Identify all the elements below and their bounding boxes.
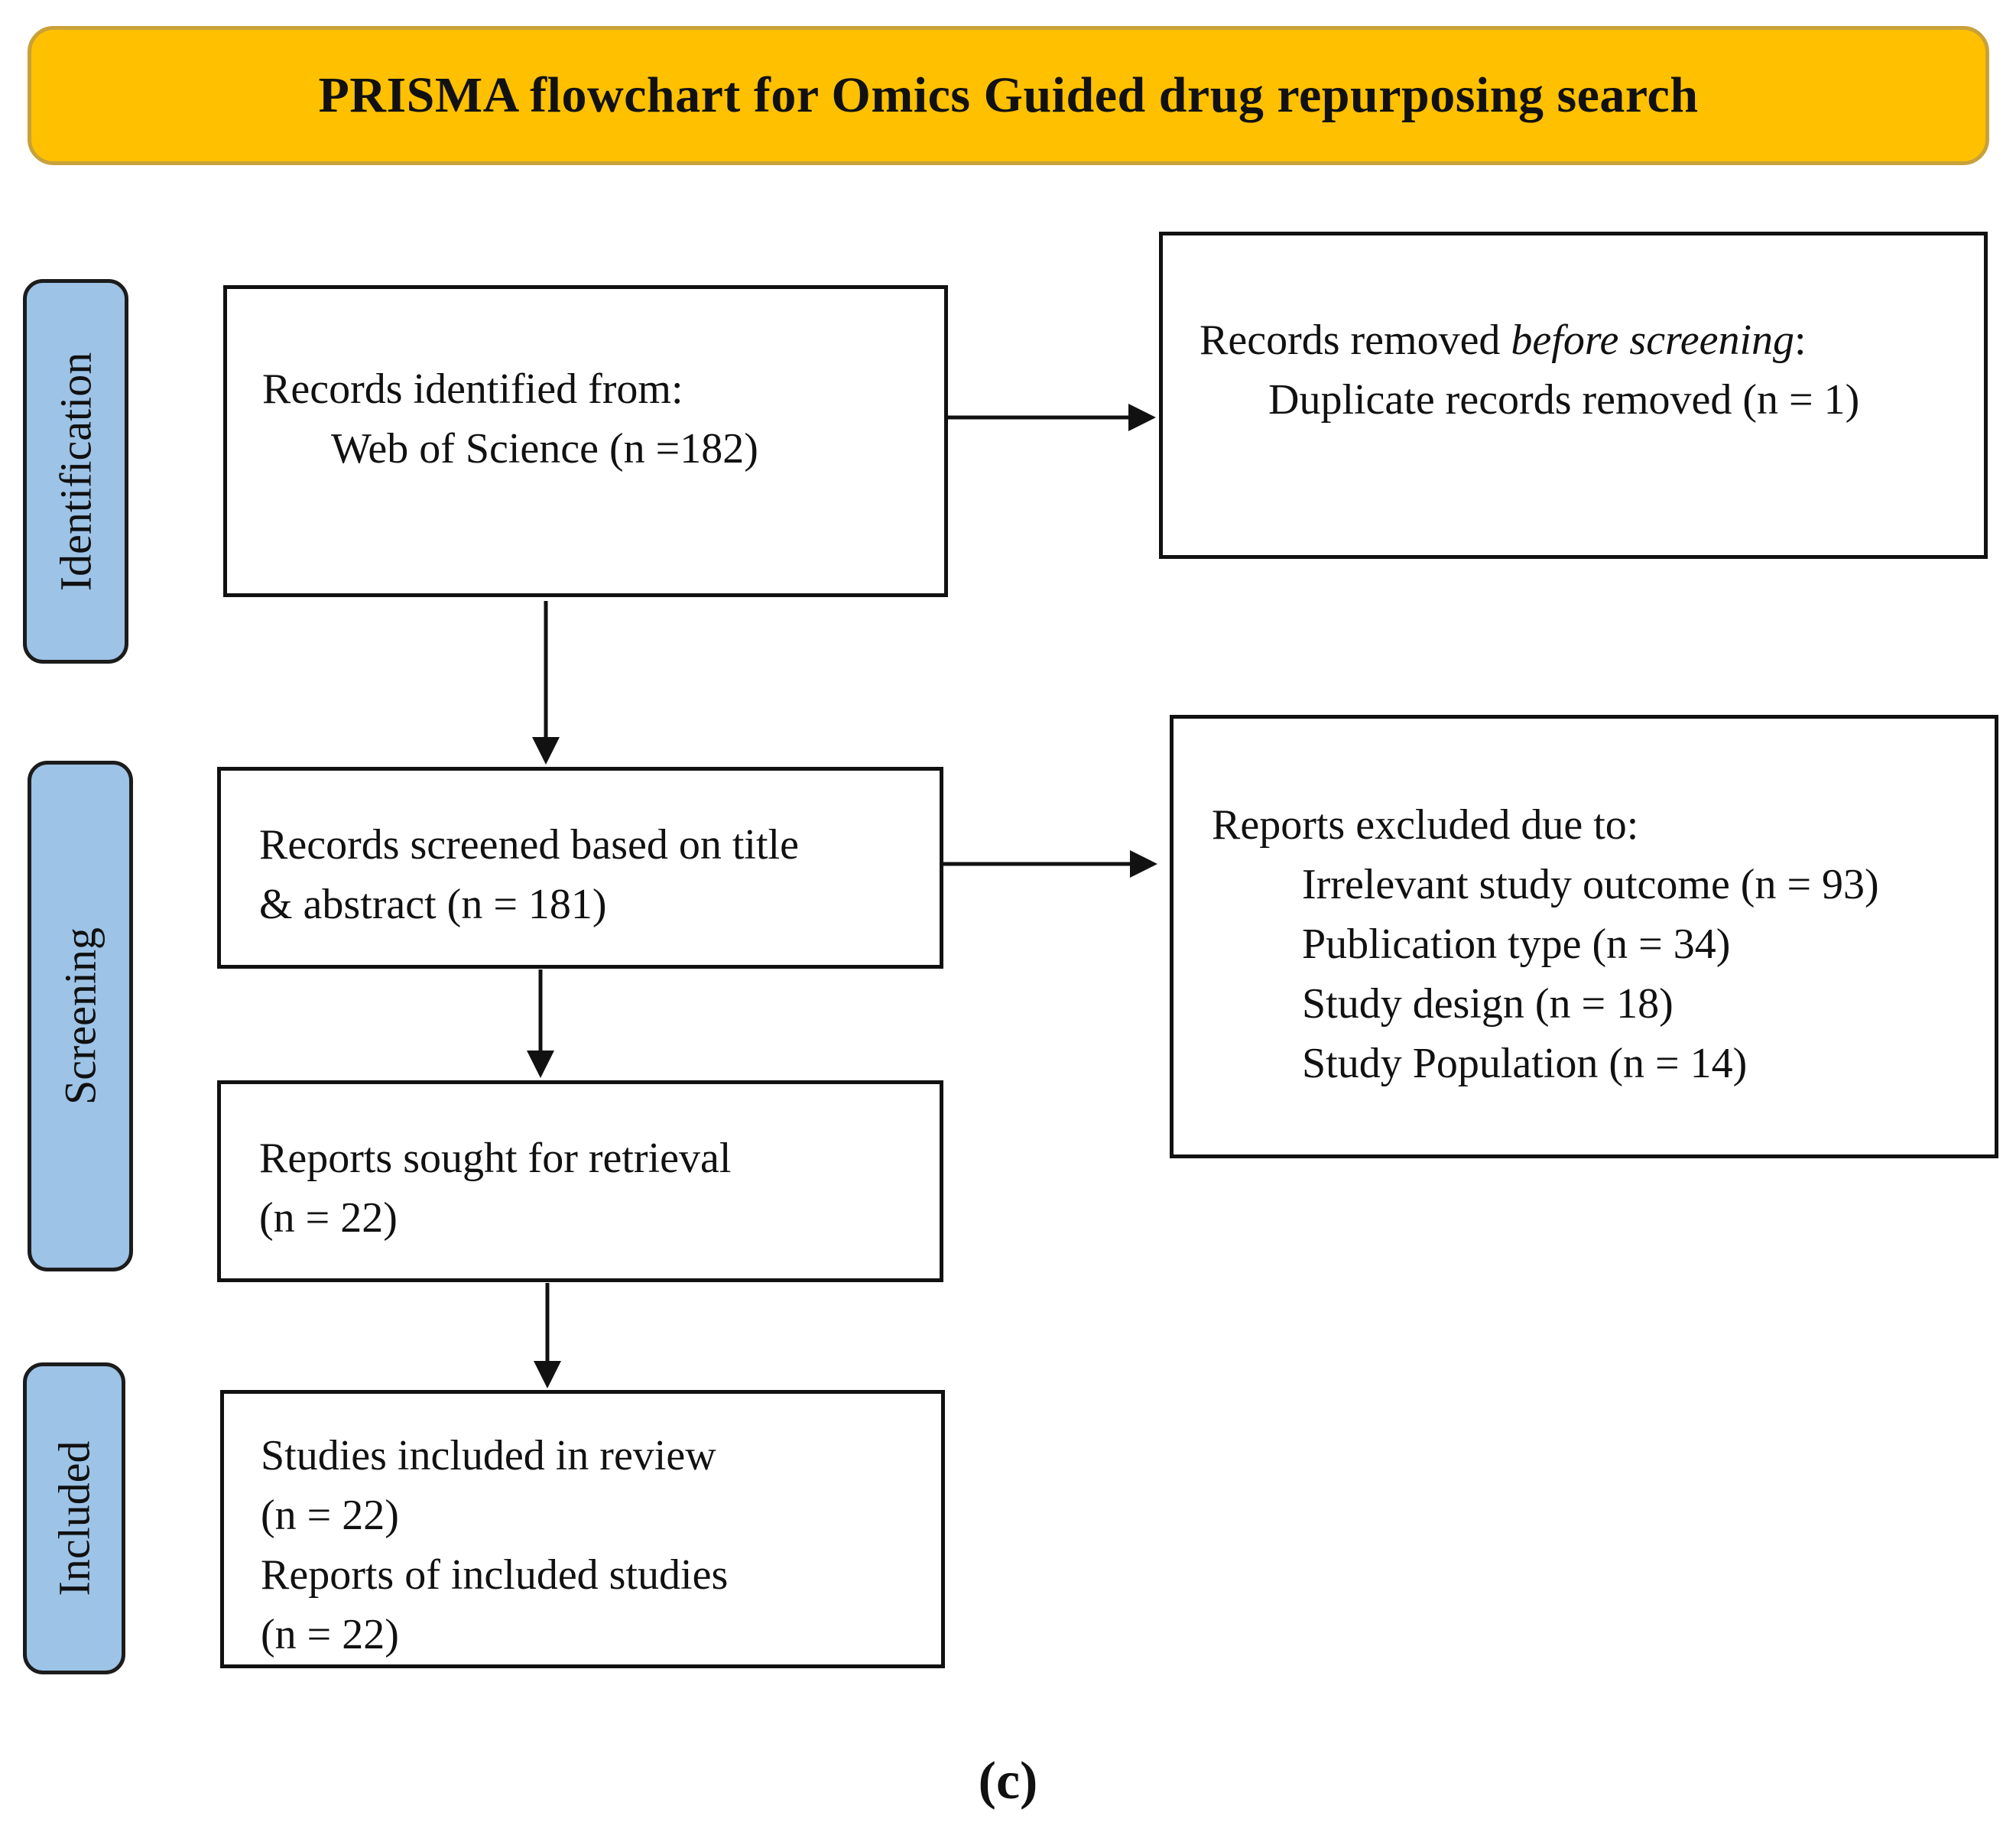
removed-line2: Duplicate records removed (n = 1)	[1268, 376, 1860, 424]
included-line4: (n = 22)	[261, 1611, 399, 1658]
figure-caption: (c)	[978, 1752, 1038, 1810]
removed-italic: before screening	[1511, 317, 1795, 364]
arrowhead-right	[1130, 850, 1157, 878]
removed-suffix: :	[1794, 317, 1807, 364]
identified-line2: Web of Science (n =182)	[331, 425, 758, 472]
removed-prefix: Records removed	[1200, 317, 1511, 364]
excluded-line1: Reports excluded due to:	[1212, 801, 1639, 849]
excluded-reason: Publication type (n = 34)	[1302, 921, 1731, 968]
arrowhead-down	[534, 1361, 561, 1388]
box-records-removed: Records removed before screening: Duplic…	[1159, 232, 1988, 559]
screened-line1: Records screened based on title	[259, 821, 799, 869]
identified-line1: Records identified from:	[262, 365, 683, 413]
included-line2: (n = 22)	[261, 1492, 399, 1539]
stage-screening: Screening	[28, 761, 133, 1271]
box-reports-sought: Reports sought for retrieval (n = 22)	[217, 1080, 943, 1282]
stage-identification: Identification	[23, 279, 128, 664]
removed-line1: Records removed before screening:	[1200, 310, 1984, 370]
arrowhead-right	[1128, 404, 1156, 431]
excluded-reason: Study design (n = 18)	[1302, 980, 1674, 1028]
box-records-identified: Records identified from: Web of Science …	[223, 285, 948, 597]
arrowhead-down	[532, 737, 560, 765]
stage-included: Included	[23, 1362, 125, 1674]
included-line3: Reports of included studies	[261, 1551, 729, 1599]
excluded-reason: Study Population (n = 14)	[1302, 1040, 1748, 1087]
box-reports-excluded: Reports excluded due to: Irrelevant stud…	[1170, 715, 1998, 1158]
arrowhead-down	[527, 1051, 554, 1078]
box-records-screened: Records screened based on title & abstra…	[217, 767, 943, 969]
excluded-reason: Irrelevant study outcome (n = 93)	[1302, 861, 1879, 908]
box-studies-included: Studies included in review (n = 22) Repo…	[220, 1390, 945, 1668]
sought-line1: Reports sought for retrieval	[259, 1135, 732, 1182]
screened-line2: & abstract (n = 181)	[259, 881, 607, 928]
included-line1: Studies included in review	[261, 1432, 716, 1479]
diagram-title: PRISMA flowchart for Omics Guided drug r…	[318, 67, 1699, 123]
title-banner: PRISMA flowchart for Omics Guided drug r…	[28, 26, 1989, 165]
sought-line2: (n = 22)	[259, 1194, 398, 1242]
